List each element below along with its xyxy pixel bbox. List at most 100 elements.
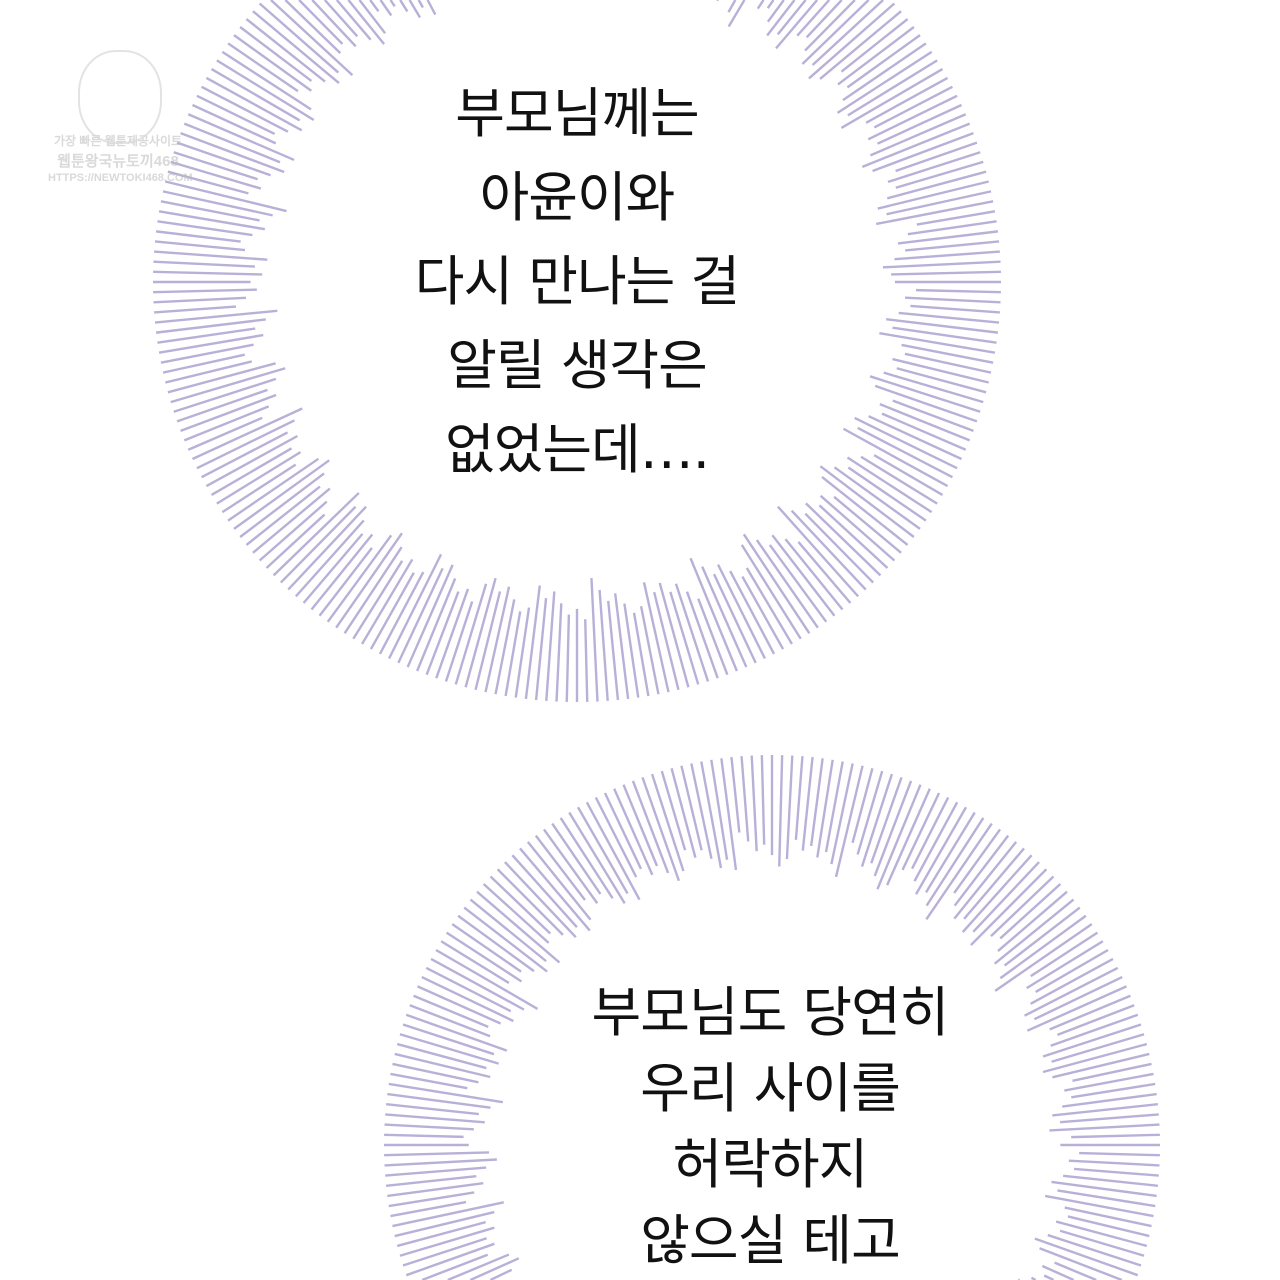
burst-line	[1033, 976, 1123, 1021]
burst-line	[451, 923, 522, 973]
burst-line	[874, 384, 978, 423]
burst-line	[766, 0, 775, 9]
burst-line	[1041, 1264, 1075, 1280]
burst-line	[464, 577, 497, 688]
thought-bubble-1: 부모님께는 아윤이와 다시 만나는 걸 알릴 생각은 없었는데….	[377, 72, 777, 492]
burst-line	[598, 589, 609, 701]
burst-line	[390, 1072, 468, 1090]
burst-line	[476, 890, 561, 964]
burst-line	[901, 343, 994, 364]
burst-line	[180, 131, 285, 174]
burst-line	[842, 427, 949, 488]
burst-line	[252, 487, 331, 554]
burst-line	[542, 828, 599, 904]
burst-line	[155, 230, 241, 243]
burst-line	[160, 343, 254, 364]
burst-line	[632, 612, 650, 697]
burst-line	[808, 2, 896, 80]
burst-line	[990, 875, 1055, 937]
burst-line	[869, 375, 981, 413]
burst-line	[417, 0, 424, 9]
burst-line	[613, 593, 630, 700]
burst-line	[154, 309, 278, 324]
burst-line	[876, 103, 963, 145]
burst-line	[745, 567, 793, 645]
burst-line	[997, 890, 1068, 952]
burst-line	[385, 1103, 479, 1116]
burst-line	[771, 534, 836, 617]
burst-line	[830, 763, 854, 865]
burst-line	[777, 505, 860, 598]
burst-line	[797, 541, 852, 604]
burst-line	[854, 416, 958, 470]
burst-line	[875, 200, 994, 226]
burst-line	[361, 558, 414, 645]
burst-line	[165, 360, 253, 384]
burst-line	[318, 547, 373, 617]
burst-line	[716, 564, 766, 660]
burst-line	[970, 868, 1048, 946]
burst-line	[882, 260, 1001, 269]
burst-line	[387, 1182, 484, 1198]
burst-line	[870, 776, 903, 864]
burst-line	[157, 327, 256, 344]
burst-line	[167, 170, 249, 195]
burst-line	[1047, 1233, 1142, 1267]
burst-line	[631, 780, 670, 874]
bubble-line: 부모님도 당연히	[591, 981, 950, 1044]
burst-line	[162, 353, 245, 374]
burst-line	[440, 940, 510, 984]
burst-line	[201, 85, 289, 133]
burst-line	[740, 756, 750, 842]
burst-line	[892, 399, 974, 433]
burst-line	[287, 505, 367, 591]
burst-line	[1034, 1237, 1139, 1277]
burst-line	[660, 770, 687, 851]
burst-line	[402, 1023, 495, 1056]
burst-line	[284, 0, 342, 55]
burst-line	[833, 495, 902, 554]
burst-line	[840, 68, 944, 130]
burst-line	[323, 0, 359, 38]
burst-line	[895, 160, 984, 189]
burst-line	[173, 377, 277, 413]
burst-line	[385, 1166, 487, 1177]
burst-line	[740, 544, 802, 640]
burst-line	[669, 591, 700, 685]
burst-line	[421, 976, 514, 1023]
burst-line	[1056, 1004, 1135, 1036]
burst-line	[613, 788, 654, 876]
burst-line	[804, 0, 856, 52]
burst-line	[869, 113, 967, 157]
burst-line	[1052, 1103, 1159, 1117]
burst-line	[894, 250, 1000, 261]
watermark-mascot-icon	[78, 50, 162, 144]
burst-line	[805, 502, 882, 577]
burst-line	[821, 475, 909, 546]
bubble-line: 다시 만나는 걸	[414, 250, 740, 313]
burst-line	[406, 564, 454, 668]
burst-line	[335, 0, 372, 41]
burst-line	[555, 603, 563, 702]
burst-line	[801, 0, 870, 65]
burst-line	[435, 588, 470, 679]
burst-line	[221, 50, 312, 111]
burst-line	[221, 463, 297, 514]
burst-line	[887, 151, 981, 184]
burst-line	[444, 601, 474, 682]
burst-line	[484, 586, 511, 693]
burst-line	[868, 415, 963, 461]
burst-line	[187, 113, 295, 162]
burst-line	[187, 416, 263, 451]
burst-line	[489, 875, 552, 935]
burst-line	[311, 0, 357, 48]
burst-line	[674, 583, 710, 682]
burst-line	[700, 761, 723, 869]
burst-line	[886, 788, 931, 886]
burst-line	[482, 883, 550, 944]
burst-line	[463, 906, 548, 973]
burst-line	[559, 817, 614, 899]
burst-line	[1064, 1072, 1154, 1092]
burst-line	[846, 456, 933, 514]
